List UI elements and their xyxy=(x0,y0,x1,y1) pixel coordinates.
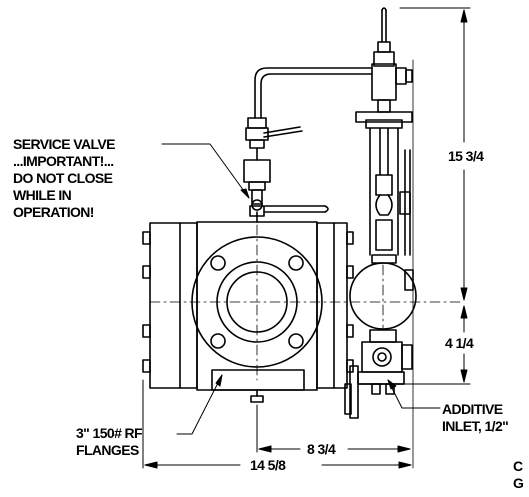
dimension-height-upper: 15 3/4 xyxy=(448,148,484,164)
drain-plug xyxy=(250,389,264,403)
dimension-lines xyxy=(142,7,471,469)
service-valve-line-4: WHILE IN xyxy=(13,187,72,203)
additive-inlet-fitting xyxy=(344,329,413,419)
cut-off-line-1: C xyxy=(513,458,523,474)
additive-inlet-line-2: INLET, 1/2" xyxy=(442,418,509,434)
flanges-line-2: FLANGES xyxy=(76,442,139,458)
pilot-tubing xyxy=(254,67,373,119)
flanges-note: 3" 150# RF FLANGES xyxy=(76,425,143,459)
bolt-hole xyxy=(288,333,304,349)
cut-off-line-2: G xyxy=(513,475,524,491)
dimension-height-lower: 4 1/4 xyxy=(445,335,474,351)
pilot-chamber xyxy=(349,254,417,330)
service-valve-line-1: SERVICE VALVE xyxy=(13,136,116,152)
service-valve-note: SERVICE VALVE ...IMPORTANT!... DO NOT CL… xyxy=(13,136,116,221)
flanges-line-1: 3" 150# RF xyxy=(76,425,143,441)
bolt-hole xyxy=(210,333,226,349)
service-valve xyxy=(243,117,329,223)
outlet-flange xyxy=(316,222,348,389)
dimension-width-right: 8 3/4 xyxy=(307,441,336,457)
additive-inlet-line-1: ADDITIVE xyxy=(442,401,503,417)
pilot-column xyxy=(355,7,414,469)
additive-inlet-note: ADDITIVE INLET, 1/2" xyxy=(442,401,509,435)
service-valve-line-2: ...IMPORTANT!... xyxy=(13,153,114,169)
bolt-hole xyxy=(288,255,304,271)
service-valve-line-3: DO NOT CLOSE xyxy=(13,170,113,186)
dimension-width-total: 14 5/8 xyxy=(250,457,286,473)
leader-lines xyxy=(161,143,441,435)
service-valve-line-5: OPERATION! xyxy=(13,204,94,220)
inlet-flange xyxy=(149,222,198,389)
cut-off-text: C G xyxy=(513,458,524,492)
center-lines xyxy=(149,224,461,381)
bolt-hole xyxy=(210,255,226,271)
